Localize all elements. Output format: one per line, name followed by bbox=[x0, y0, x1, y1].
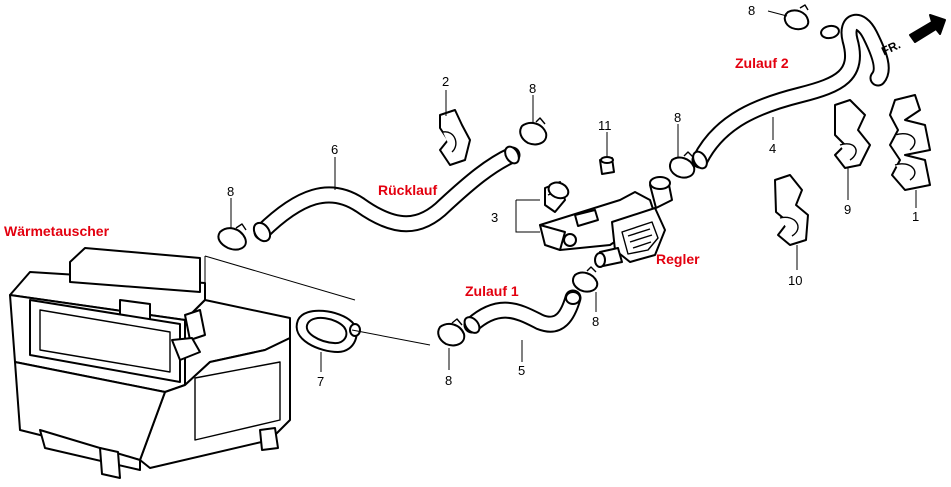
clip-10 bbox=[774, 174, 809, 246]
part-number-8: 8 bbox=[529, 81, 536, 96]
leader-lines bbox=[230, 10, 917, 372]
part-number-2: 2 bbox=[442, 74, 449, 89]
hose-clamp-8d bbox=[783, 4, 810, 31]
front-direction-arrow: FR. bbox=[879, 14, 946, 58]
hose-clamp-8g bbox=[547, 181, 570, 200]
hose-6-return bbox=[252, 145, 521, 243]
label-supply-2: Zulauf 2 bbox=[735, 55, 789, 71]
part-number-10: 10 bbox=[788, 273, 802, 288]
annotation-labels: Wärmetauscher Rücklauf Zulauf 1 Zulauf 2… bbox=[4, 55, 789, 299]
grommet-7 bbox=[295, 309, 431, 353]
part-number-8: 8 bbox=[748, 3, 755, 18]
heater-core-illustration bbox=[9, 247, 356, 479]
part-number-8: 8 bbox=[592, 314, 599, 329]
hose-clamp-8e bbox=[437, 318, 466, 347]
part-number-9: 9 bbox=[844, 202, 851, 217]
clip-9 bbox=[834, 99, 871, 169]
part-number-11: 11 bbox=[598, 118, 612, 133]
hose-clamp-8f bbox=[571, 266, 599, 293]
part-number-5: 5 bbox=[518, 363, 525, 378]
part-number-7: 7 bbox=[317, 374, 324, 389]
part-number-1: 1 bbox=[912, 209, 919, 224]
front-marker-label: FR. bbox=[879, 37, 902, 58]
part-number-8: 8 bbox=[445, 373, 452, 388]
clip-2 bbox=[439, 109, 471, 166]
label-valve: Regler bbox=[656, 251, 700, 267]
hose-clamp-8b bbox=[519, 117, 548, 146]
hose-4-supply-2 bbox=[691, 14, 890, 170]
nut-11 bbox=[599, 156, 615, 175]
part-number-8: 8 bbox=[674, 110, 681, 125]
label-return: Rücklauf bbox=[378, 182, 437, 198]
clip-1 bbox=[889, 94, 931, 191]
hose-clamp-8c bbox=[668, 151, 696, 179]
hose-5-supply-1 bbox=[463, 289, 582, 334]
label-supply-1: Zulauf 1 bbox=[465, 283, 519, 299]
part-number-3: 3 bbox=[491, 210, 498, 225]
water-valve-illustration bbox=[539, 176, 673, 268]
part-number-6: 6 bbox=[331, 142, 338, 157]
part-number-8: 8 bbox=[227, 184, 234, 199]
part-number-4: 4 bbox=[769, 141, 776, 156]
label-heater-core: Wärmetauscher bbox=[4, 223, 110, 239]
part-number-labels: 2 8 11 8 6 8 3 4 5 8 8 7 10 9 1 8 bbox=[227, 3, 919, 389]
hose-clamp-8a bbox=[217, 223, 247, 251]
